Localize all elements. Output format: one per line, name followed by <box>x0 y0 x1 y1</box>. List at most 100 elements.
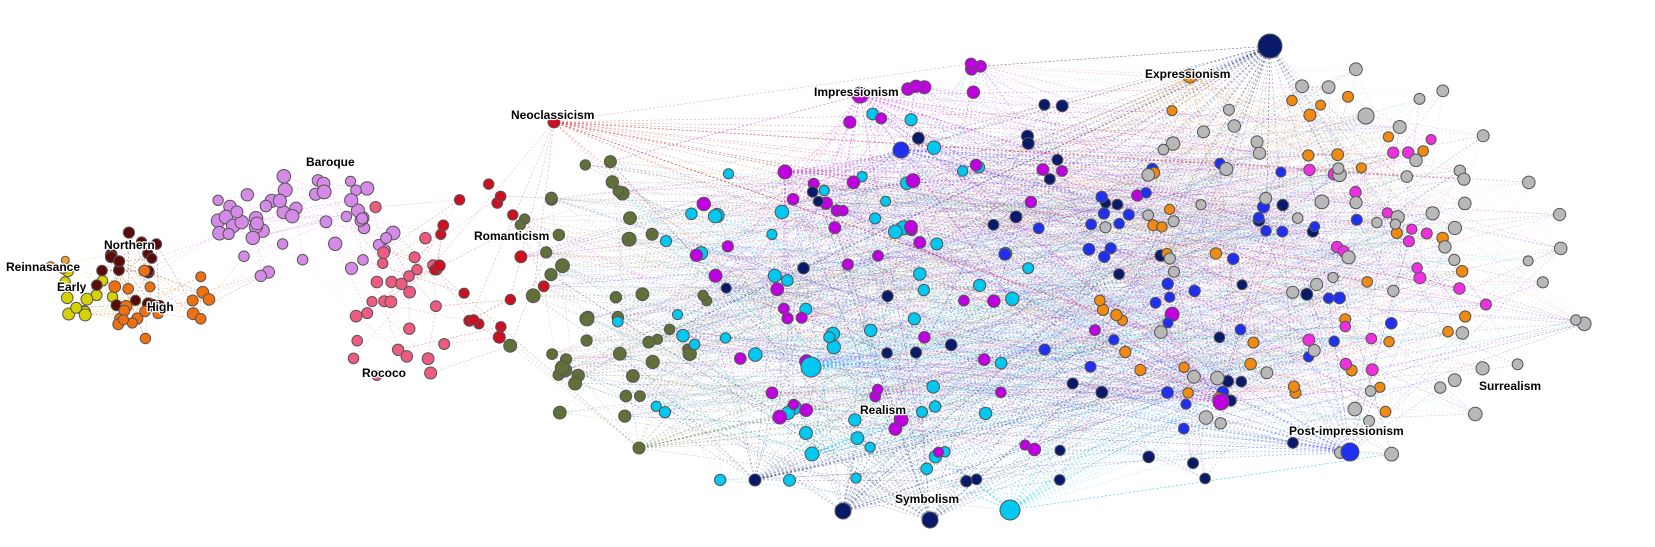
network-edge <box>1057 159 1346 320</box>
network-edge <box>1094 115 1367 331</box>
network-edge <box>586 253 1216 341</box>
artist-node-post_impressionism <box>1095 190 1108 204</box>
artist-node-surrealism <box>1413 271 1427 285</box>
network-edge <box>962 170 1222 403</box>
network-edge <box>810 167 1362 368</box>
artist-node-neoclassicism <box>494 190 507 203</box>
network-edge <box>806 326 1346 362</box>
network-edge <box>520 224 1221 424</box>
network-edge <box>617 213 1433 318</box>
artist-node-rococo <box>361 307 374 320</box>
network-edge <box>642 294 858 439</box>
network-edge <box>1122 163 1221 321</box>
network-edge <box>727 246 848 265</box>
network-edge <box>847 249 1090 265</box>
artist-node-post_impressionism <box>1161 277 1174 290</box>
network-edge <box>566 359 1351 453</box>
network-edge <box>984 359 1351 453</box>
artist-node-post_impressionism <box>1122 208 1135 221</box>
network-edge <box>1118 273 1222 403</box>
network-edge <box>615 241 1409 298</box>
network-edge <box>1282 205 1351 453</box>
network-edge <box>1258 217 1351 453</box>
artist-node-baroque <box>222 227 235 241</box>
network-edge <box>1015 195 1138 218</box>
network-edge <box>812 178 1050 193</box>
network-edge <box>887 285 980 297</box>
network-edge <box>857 351 1126 439</box>
artist-node-realism <box>913 267 927 281</box>
network-edge <box>901 174 1334 421</box>
network-edge <box>565 359 640 449</box>
network-edge <box>551 199 1126 353</box>
network-edge <box>810 176 1407 368</box>
network-edge <box>887 222 1377 297</box>
network-edge <box>1028 86 1329 144</box>
network-edge <box>832 45 1271 335</box>
artist-node-realism <box>926 140 942 155</box>
network-edge <box>1001 277 1420 364</box>
network-edge <box>1220 356 1309 403</box>
artist-node-expressionism <box>1287 380 1301 393</box>
network-edge <box>754 319 1346 481</box>
artist-node-romanticism <box>503 338 518 353</box>
network-edge <box>65 281 115 287</box>
artist-node-high <box>138 264 151 277</box>
artist-node-impressionism <box>765 386 779 400</box>
network-edge <box>895 231 986 414</box>
network-edge <box>859 94 927 469</box>
hub-node-realism <box>800 356 822 378</box>
network-edge <box>842 163 1221 211</box>
network-edge <box>559 412 1060 481</box>
network-edge <box>694 216 716 345</box>
network-edge <box>929 174 1334 521</box>
network-edge <box>1171 110 1484 137</box>
network-edge <box>1173 45 1271 272</box>
network-edge <box>934 359 985 407</box>
network-edge <box>810 201 1322 368</box>
network-edge <box>615 98 1420 298</box>
network-edge <box>1099 300 1392 455</box>
network-edge <box>546 252 784 309</box>
network-edge <box>656 227 904 407</box>
artist-node-expressionism <box>1331 148 1345 162</box>
network-edge <box>546 252 649 343</box>
artist-node-symbolism <box>1236 279 1248 291</box>
network-edge <box>811 316 1466 455</box>
artist-node-early <box>59 276 71 288</box>
artist-node-realism <box>1005 291 1020 306</box>
network-edge <box>652 174 1149 235</box>
network-edge <box>1118 223 1194 464</box>
network-edge <box>1059 174 1334 451</box>
artist-node-northern <box>135 236 148 248</box>
network-edge <box>834 191 1356 228</box>
network-edge <box>703 203 843 211</box>
network-edge <box>842 86 1303 512</box>
network-edge <box>565 45 1271 371</box>
artist-node-impressionism <box>958 294 970 307</box>
network-edge <box>416 225 444 270</box>
network-edge <box>1042 169 1392 455</box>
artist-node-symbolism <box>1021 137 1035 150</box>
network-edge <box>842 479 1060 512</box>
artist-node-surrealism <box>1402 235 1415 248</box>
artist-node-post_impressionism <box>1180 398 1192 410</box>
network-edge <box>810 152 1260 368</box>
network-edge <box>1269 45 1295 387</box>
network-edge <box>1265 45 1271 231</box>
artist-node-romanticism <box>635 287 650 302</box>
artist-node-rococo <box>366 296 378 308</box>
network-edge <box>1308 155 1476 415</box>
network-edge <box>923 289 1184 429</box>
network-edge <box>553 121 1123 321</box>
network-edge <box>842 169 1044 512</box>
artist-node-romanticism <box>540 246 553 259</box>
network-edge <box>716 215 844 512</box>
network-edge <box>859 94 1418 269</box>
network-edge <box>1343 216 1398 252</box>
network-edge <box>1220 230 1267 403</box>
network-edge <box>127 232 130 289</box>
network-edge <box>810 366 902 421</box>
network-edge <box>789 479 931 521</box>
network-edge <box>877 255 1368 283</box>
